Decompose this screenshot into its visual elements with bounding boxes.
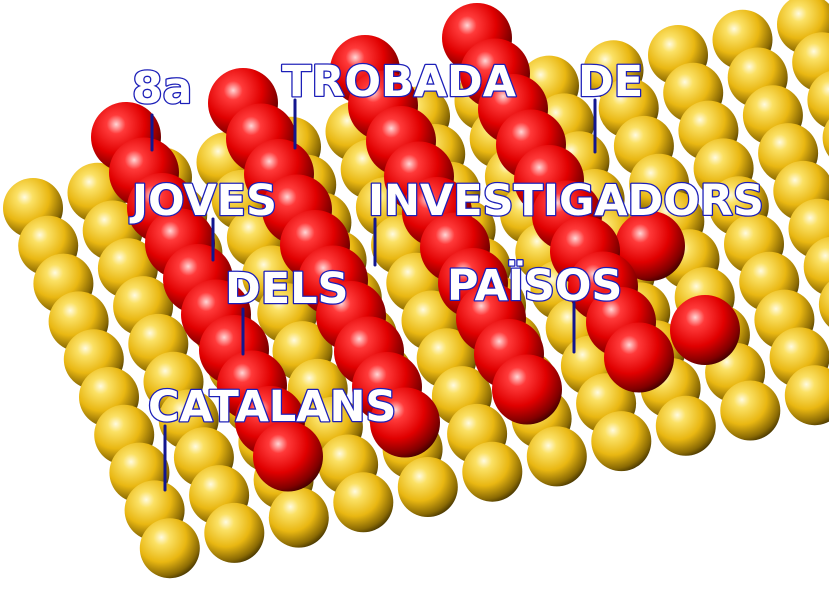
substrate-atom-sphere bbox=[268, 487, 329, 548]
adatom-sphere bbox=[253, 421, 323, 492]
substrate-atom-sphere bbox=[204, 502, 265, 563]
word-investigadors: INVESTIGADORS bbox=[368, 176, 764, 226]
adatom-sphere bbox=[670, 295, 740, 365]
word-joves: JOVES bbox=[129, 176, 277, 226]
adatom-sphere bbox=[615, 211, 685, 281]
substrate-atom-sphere bbox=[462, 441, 523, 502]
substrate-atom-sphere bbox=[784, 365, 829, 426]
atom-lattice bbox=[3, 0, 829, 579]
adatom-sphere bbox=[604, 322, 674, 393]
word-de: DE bbox=[578, 57, 643, 107]
word-catalans: CATALANS bbox=[148, 382, 396, 432]
word-trobada: TROBADA bbox=[282, 57, 517, 107]
substrate-atom-sphere bbox=[803, 236, 829, 297]
substrate-atom-sphere bbox=[526, 426, 587, 487]
substrate-atom-sphere bbox=[655, 395, 716, 456]
substrate-atom-sphere bbox=[720, 380, 781, 441]
word-paisos: PAÏSOS bbox=[447, 260, 622, 311]
word-8a: 8a bbox=[132, 63, 192, 114]
substrate-atom-sphere bbox=[818, 281, 829, 327]
substrate-atom-sphere bbox=[591, 411, 652, 472]
substrate-atom-sphere bbox=[397, 457, 458, 517]
substrate-atom-sphere bbox=[333, 472, 394, 533]
adatom-sphere bbox=[370, 387, 440, 458]
substrate-atom-sphere bbox=[139, 518, 200, 579]
adatom-sphere bbox=[492, 354, 562, 425]
substrate-atom-sphere bbox=[822, 119, 829, 157]
substrate-atom-sphere bbox=[807, 71, 829, 129]
word-dels: DELS bbox=[225, 264, 348, 314]
title-labels: 8a TROBADA DE JOVES INVESTIGADORS DELS P… bbox=[128, 56, 765, 492]
